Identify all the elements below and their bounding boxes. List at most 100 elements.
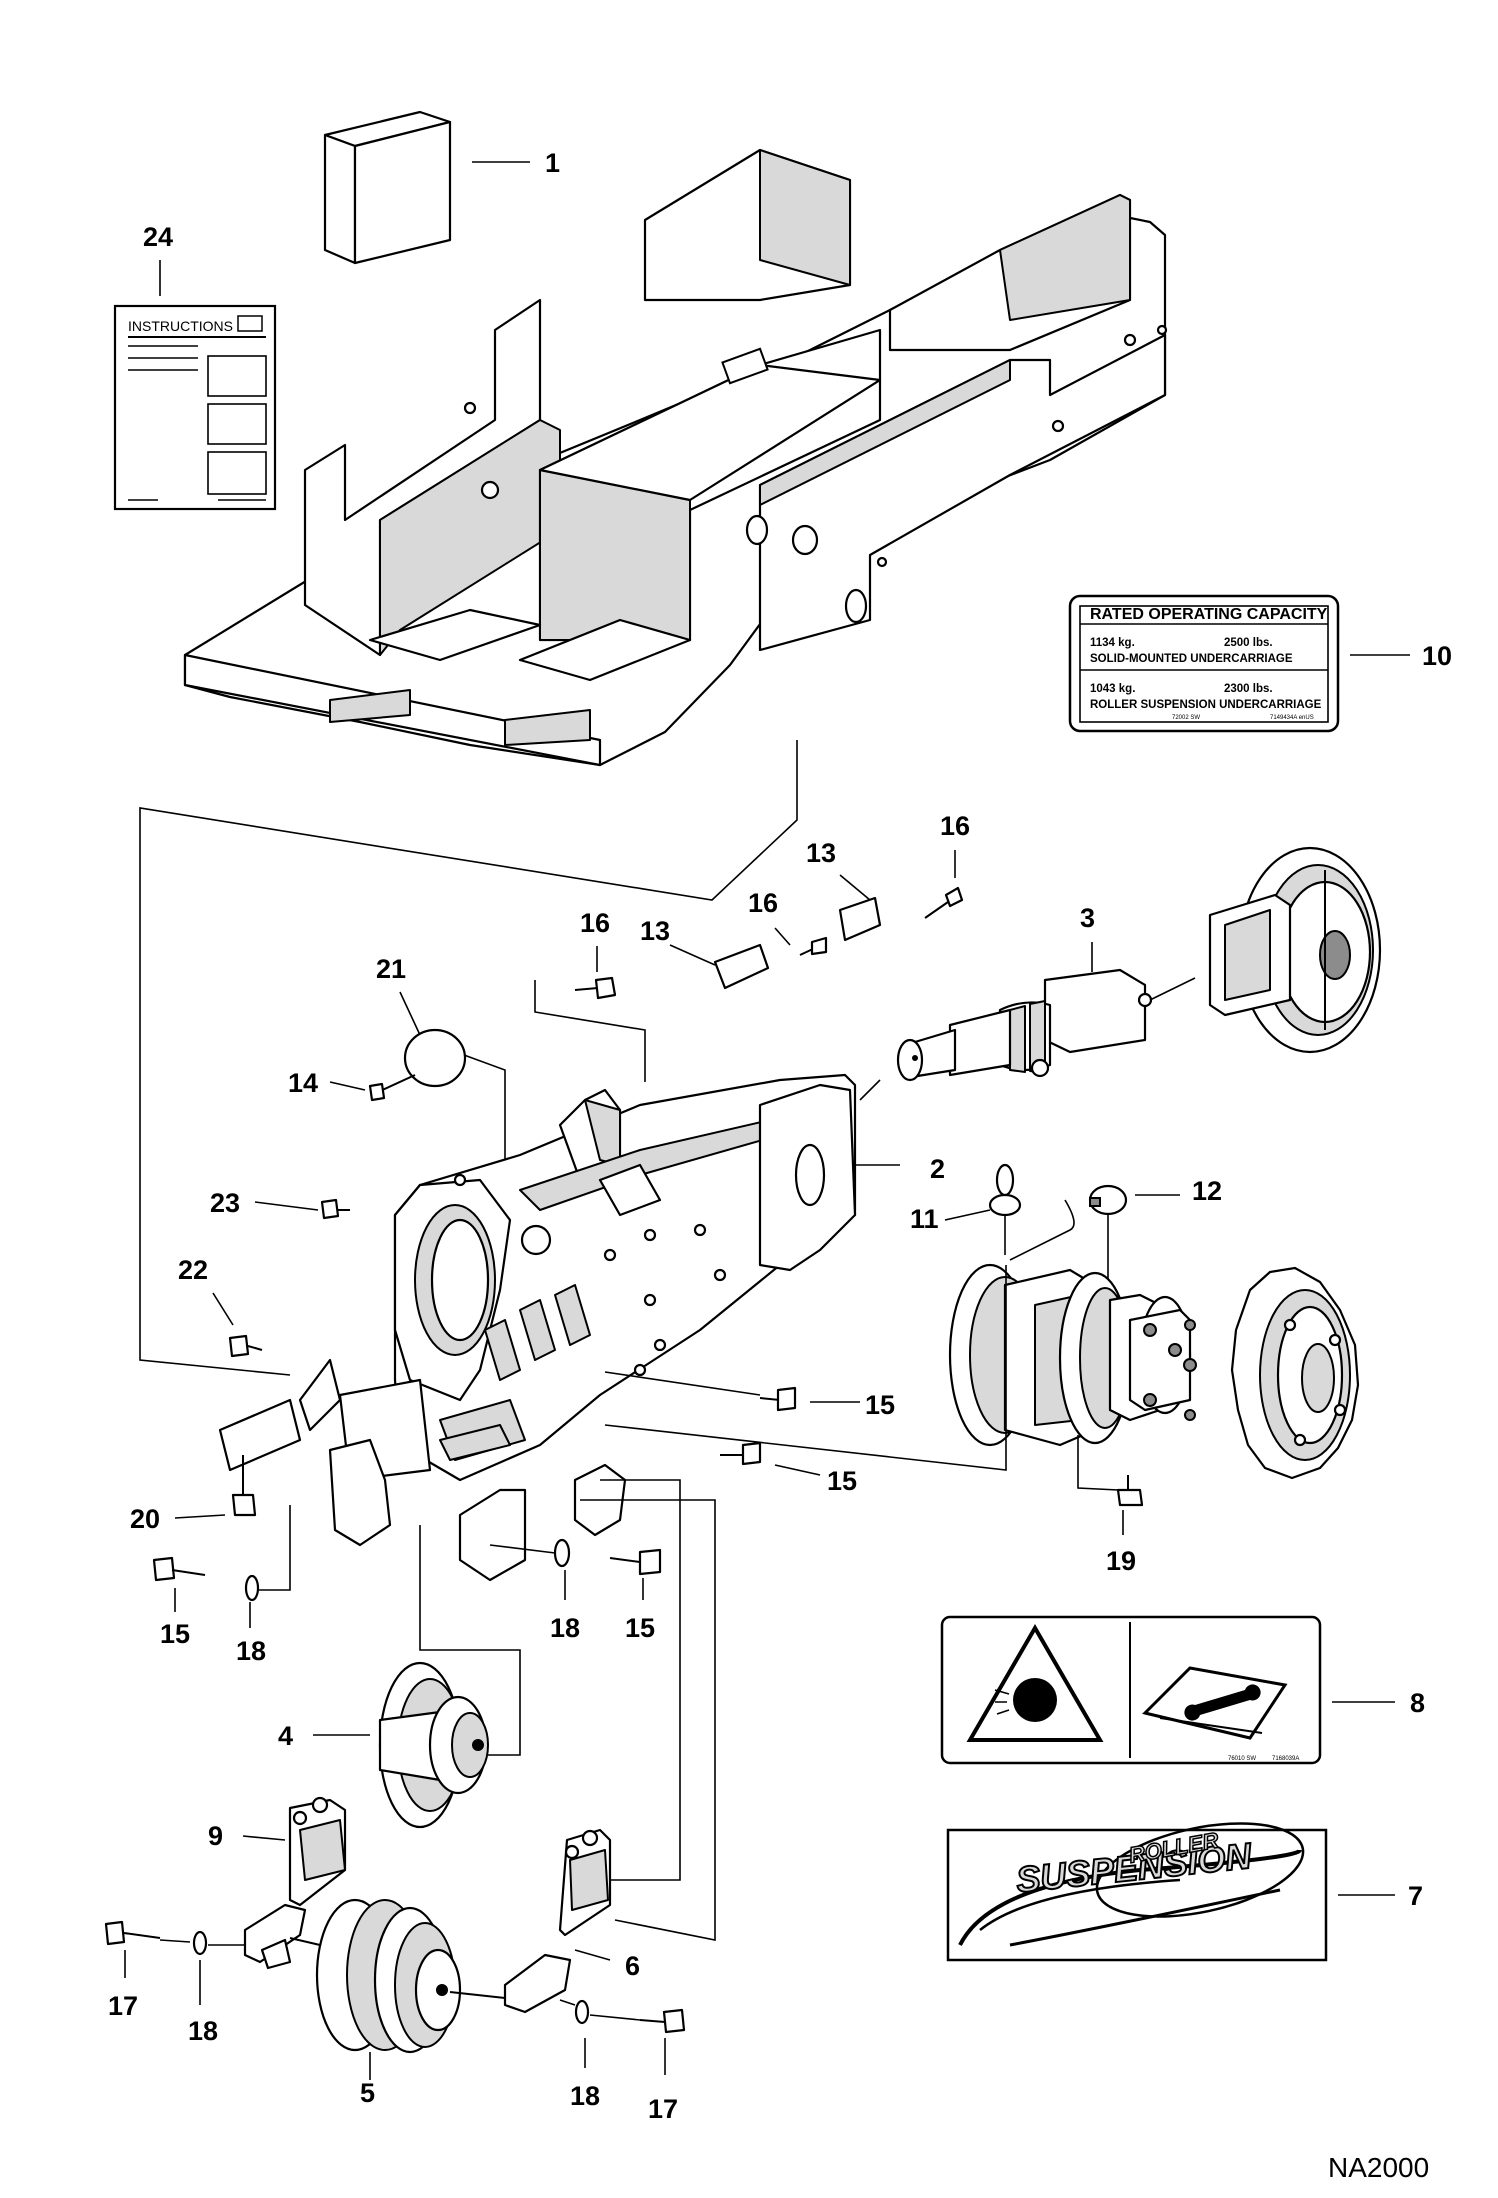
part-15-bolt-left [152, 1556, 206, 1582]
callout-15-mid: 15 [625, 1613, 655, 1643]
part-18-washer-bottom-left [192, 1930, 208, 1956]
part-15-bolt-lower [720, 1441, 762, 1466]
part-4-top-roller [378, 1661, 489, 1829]
part-6-suspension-arm-right [503, 1828, 612, 2014]
assembly-line-15-left [250, 1505, 291, 1591]
assembly-line-17-right [589, 2014, 641, 2021]
leader-13-right [839, 874, 871, 901]
part-11-cable-clip [988, 1163, 1022, 1217]
callout-9: 7 [1408, 1881, 1423, 1911]
part-16-bolt-top [924, 886, 964, 919]
part-16-bolt-mid [799, 936, 828, 956]
assembly-line-15-mid [489, 1544, 556, 1554]
part-19-bolt [1116, 1475, 1144, 1507]
part-13-cover-plate-left [713, 943, 770, 990]
callout-13-right: 13 [806, 838, 836, 868]
part-1-box [323, 110, 452, 265]
callout-15-left: 15 [160, 1619, 190, 1649]
callout-21: 16 [580, 908, 610, 938]
callout-15-lower: 15 [827, 1466, 857, 1496]
leader-22 [212, 1292, 234, 1326]
drawing-id: NA2000 [1328, 2152, 1429, 2183]
part-21-bolt [574, 976, 617, 1000]
callout-22: 22 [178, 1255, 208, 1285]
leader-16-mid [774, 927, 791, 946]
leader-16-left [329, 1081, 366, 1091]
decal-row2-imperial: 2300 lbs. [1224, 683, 1273, 695]
part-3-front-idler [1208, 846, 1382, 1054]
part-20-bolt [231, 1455, 257, 1517]
callout-24: 24 [143, 222, 173, 252]
callout-18-bottom-left: 18 [188, 2016, 218, 2046]
part-15-bolt-upper [759, 1386, 797, 1412]
callout-16-mid: 16 [748, 888, 778, 918]
part-8-warning-decal: 76010 SW 7168039A [940, 1615, 1322, 1765]
callout-16-left: 14 [288, 1068, 318, 1098]
callout-7: 9 [208, 1821, 223, 1851]
part-drive-sprocket [1230, 1266, 1360, 1480]
callout-17-left: 17 [108, 1991, 138, 2021]
assembly-line-tensioner [859, 1079, 881, 1101]
decal-row1-metric: 1134 kg. [1090, 637, 1135, 649]
assembly-line-frame [139, 740, 798, 1376]
assembly-line-19 [1077, 1435, 1119, 1491]
callout-2: 2 [930, 1154, 945, 1184]
part-12-clamp [1088, 1184, 1128, 1216]
part-9-roller-suspension-decal: SUSPENSION ROLLER [946, 1822, 1328, 1962]
callout-5: 5 [360, 2078, 375, 2108]
part-22-bolt [228, 1334, 263, 1358]
callout-8: 8 [1410, 1688, 1425, 1718]
part-13-cover-plate-right [838, 896, 882, 942]
callout-14: 21 [376, 954, 406, 984]
leader-20 [174, 1514, 226, 1519]
part-10-capacity-decal: RATED OPERATING CAPACITY 1134 kg. 2500 l… [1068, 594, 1340, 733]
leader-23 [254, 1201, 319, 1211]
part-15-bolt-mid [609, 1548, 662, 1576]
assembly-line-18-right [559, 1999, 576, 2006]
decal-warning-code-left: 76010 SW [1228, 1756, 1256, 1762]
callout-6: 6 [625, 1951, 640, 1981]
callout-12: 12 [1192, 1176, 1222, 1206]
assembly-line-4 [419, 1525, 521, 1756]
leader-7 [242, 1835, 286, 1841]
assembly-line-15b [604, 1265, 1007, 1471]
part-16-bolt-left [368, 1074, 416, 1102]
decal-row2-metric: 1043 kg. [1090, 683, 1135, 695]
leader-6 [574, 1949, 611, 1961]
part-17-bolt-left [104, 1920, 161, 1946]
part-18-washer-bottom-right [574, 1999, 590, 2025]
leader-14 [399, 991, 421, 1036]
callout-20: 20 [130, 1504, 160, 1534]
leader-13-left [669, 944, 716, 966]
leader-3-idler [1149, 977, 1196, 1001]
decal-capacity-code-left: 72002 SW [1172, 715, 1200, 721]
assembly-line-17-left [159, 1939, 191, 1943]
assembly-line-15a [604, 1371, 761, 1396]
decal-row1-imperial: 2500 lbs. [1224, 637, 1273, 649]
callout-23: 23 [210, 1188, 240, 1218]
leader-15-lower [774, 1464, 821, 1476]
part-18-washer-left [244, 1574, 260, 1602]
part-23-bolt [320, 1198, 350, 1220]
callout-10: 10 [1422, 641, 1452, 671]
part-drive-motor [948, 1199, 1197, 1447]
part-2-track-frame [218, 1073, 857, 1582]
decal-row1-desc: SOLID-MOUNTED UNDERCARRIAGE [1090, 653, 1293, 665]
callout-18-mid: 18 [550, 1613, 580, 1643]
callout-4: 4 [278, 1721, 293, 1751]
decal-warning-code-right: 7168039A [1272, 1756, 1299, 1762]
callout-3: 3 [1080, 903, 1095, 933]
decal-row2-desc: ROLLER SUSPENSION UNDERCARRIAGE [1090, 699, 1322, 711]
callout-18-left: 18 [236, 1636, 266, 1666]
instructions-title: INSTRUCTIONS [128, 318, 233, 334]
callout-16-top: 16 [940, 811, 970, 841]
callout-19: 19 [1106, 1546, 1136, 1576]
callout-1: 1 [545, 148, 560, 178]
callout-17-right: 17 [648, 2094, 678, 2124]
manual-book-icon [1142, 1666, 1288, 1740]
assembly-line-6b [580, 1499, 716, 1941]
assembly-line-6a [600, 1479, 681, 1881]
callout-11: 11 [910, 1204, 939, 1234]
part-5-bottom-roller [289, 1898, 506, 2054]
